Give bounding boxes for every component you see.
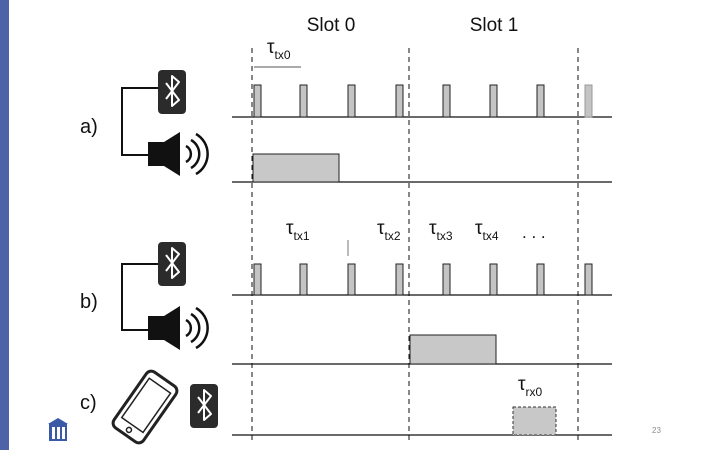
- pulse-a-7: [536, 84, 545, 118]
- pulse-b-7: [536, 263, 545, 296]
- ellipsis: . . .: [522, 223, 546, 242]
- pulse-a-4: [395, 84, 404, 118]
- page-number: 23: [652, 426, 661, 435]
- rx-block-c: [512, 406, 557, 436]
- pulse-b-2: [299, 263, 308, 296]
- audio-block-a: [252, 153, 340, 183]
- pulse-a-6: [489, 84, 498, 118]
- row-label-b: b): [80, 291, 98, 313]
- pulse-b-6: [489, 263, 498, 296]
- pulse-b-5: [442, 263, 451, 296]
- pulse-train-a: [253, 84, 593, 118]
- pulse-b-3: [347, 263, 356, 296]
- pulse-a-8: [584, 84, 593, 118]
- pulse-a-3: [347, 84, 356, 118]
- connector-wire-a: [121, 87, 158, 156]
- row-label-a: a): [80, 116, 98, 138]
- slot-label-0: Slot 0: [307, 15, 356, 36]
- bluetooth-icon: [190, 384, 218, 428]
- tau-tx4-label: τtx4: [475, 218, 499, 243]
- tau-tx1-label: τtx1: [286, 218, 310, 243]
- tau-tx3-label: τtx3: [429, 218, 453, 243]
- pulse-b-8: [584, 263, 593, 296]
- pulse-b-1: [253, 263, 262, 296]
- tau-tx2-label: τtx2: [377, 218, 401, 243]
- bluetooth-icon: [158, 242, 186, 286]
- speaker-icon: [148, 132, 209, 176]
- speaker-icon: [148, 306, 209, 350]
- pulse-b-4: [395, 263, 404, 296]
- logo-icon: [48, 418, 68, 441]
- accent-side-bar: [0, 0, 9, 450]
- row-label-c: c): [80, 392, 97, 414]
- pulse-a-5: [442, 84, 451, 118]
- pulse-a-1: [253, 84, 262, 118]
- pulse-a-2: [299, 84, 308, 118]
- smartphone-icon: [111, 369, 179, 445]
- audio-block-b: [409, 334, 497, 365]
- slot-label-1: Slot 1: [470, 15, 519, 36]
- connector-wire-b: [121, 263, 158, 331]
- pulse-train-b: [253, 263, 593, 296]
- tau-tx0-label: τtx0: [267, 37, 291, 62]
- tau-rx0-label: τrx0: [518, 374, 543, 399]
- bluetooth-icon: [158, 70, 186, 114]
